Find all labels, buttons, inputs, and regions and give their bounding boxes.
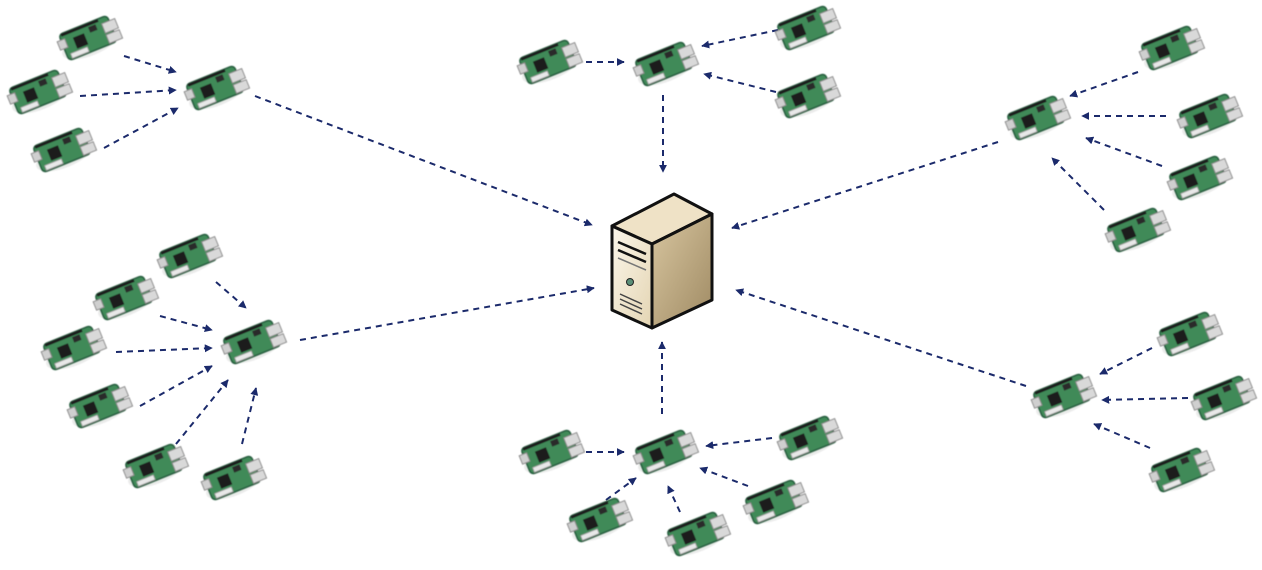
top-left-leaf-1-board-icon	[56, 15, 124, 61]
arrow-bottom-center-leaf-2-to-hub	[705, 437, 773, 450]
mid-left-leaf-5-board-icon	[122, 443, 190, 489]
server-tower-icon	[610, 192, 714, 330]
bottom-right-leaf-3-board-icon	[1148, 447, 1216, 493]
top-right-leaf-3-board-icon	[1166, 155, 1234, 201]
bottom-right-leaf-1-board-icon	[1156, 311, 1224, 357]
arrow-mid-left-leaf-2-to-hub	[159, 315, 213, 332]
arrow-top-left-leaf-2-to-hub	[79, 86, 177, 97]
arrow-top-right-hub-to-server	[731, 141, 999, 230]
mid-left-leaf-6-board-icon	[200, 455, 268, 501]
arrow-bottom-right-leaf-2-to-hub	[1101, 395, 1189, 404]
arrow-top-center-leaf-2-to-hub	[701, 29, 779, 49]
arrow-bottom-right-leaf-1-to-hub	[1099, 347, 1153, 375]
top-center-hub-board-icon	[632, 41, 700, 87]
link-layer	[79, 29, 1189, 513]
bottom-center-hub-board-icon	[632, 429, 700, 475]
arrow-bottom-right-hub-to-server	[735, 288, 1027, 387]
arrow-mid-left-leaf-1-to-hub	[215, 281, 247, 309]
top-right-leaf-1-board-icon	[1138, 25, 1206, 71]
top-right-hub-board-icon	[1004, 95, 1072, 141]
node-layer	[6, 5, 1258, 557]
arrow-bottom-right-leaf-3-to-hub	[1093, 423, 1151, 449]
bottom-right-leaf-2-board-icon	[1190, 375, 1258, 421]
bottom-center-leaf-2-board-icon	[776, 415, 844, 461]
mid-left-leaf-3-board-icon	[40, 325, 108, 371]
top-right-leaf-2-board-icon	[1176, 93, 1244, 139]
mid-left-hub-board-icon	[220, 319, 288, 365]
top-center-leaf-1-board-icon	[516, 39, 584, 85]
central-server	[610, 192, 714, 330]
top-center-leaf-3-board-icon	[774, 73, 842, 119]
arrow-top-left-hub-to-server	[254, 95, 593, 227]
arrow-top-left-leaf-1-to-hub	[123, 55, 177, 74]
top-left-leaf-3-board-icon	[30, 127, 98, 173]
mid-left-leaf-1-board-icon	[156, 233, 224, 279]
bottom-center-leaf-4-board-icon	[566, 497, 634, 543]
arrow-top-center-leaf-3-to-hub	[703, 71, 777, 93]
bottom-center-leaf-1-board-icon	[518, 429, 586, 475]
arrow-bottom-center-leaf-4-to-hub	[605, 477, 637, 501]
arrow-top-right-leaf-3-to-hub	[1085, 136, 1163, 167]
arrow-top-left-leaf-3-to-hub	[103, 107, 179, 149]
arrow-top-right-leaf-1-to-hub	[1069, 71, 1139, 98]
arrow-mid-left-hub-to-server	[299, 285, 595, 341]
arrow-mid-left-leaf-3-to-hub	[115, 344, 213, 353]
arrow-mid-left-leaf-4-to-hub	[139, 365, 213, 407]
arrow-bottom-center-leaf-3-to-hub	[699, 466, 749, 487]
top-right-leaf-4-board-icon	[1104, 207, 1172, 253]
arrow-bottom-center-leaf-5-to-hub	[667, 485, 681, 513]
top-left-leaf-2-board-icon	[6, 69, 74, 115]
arrow-mid-left-leaf-6-to-hub	[241, 387, 259, 445]
arrow-top-right-leaf-4-to-hub	[1051, 157, 1105, 211]
arrow-mid-left-leaf-5-to-hub	[175, 379, 229, 445]
mid-left-leaf-2-board-icon	[92, 275, 160, 321]
bottom-center-leaf-3-board-icon	[742, 479, 810, 525]
bottom-right-hub-board-icon	[1030, 373, 1098, 419]
top-left-hub-board-icon	[183, 65, 251, 111]
mid-left-leaf-4-board-icon	[66, 383, 134, 429]
top-center-leaf-2-board-icon	[774, 5, 842, 51]
bottom-center-leaf-5-board-icon	[664, 511, 732, 557]
